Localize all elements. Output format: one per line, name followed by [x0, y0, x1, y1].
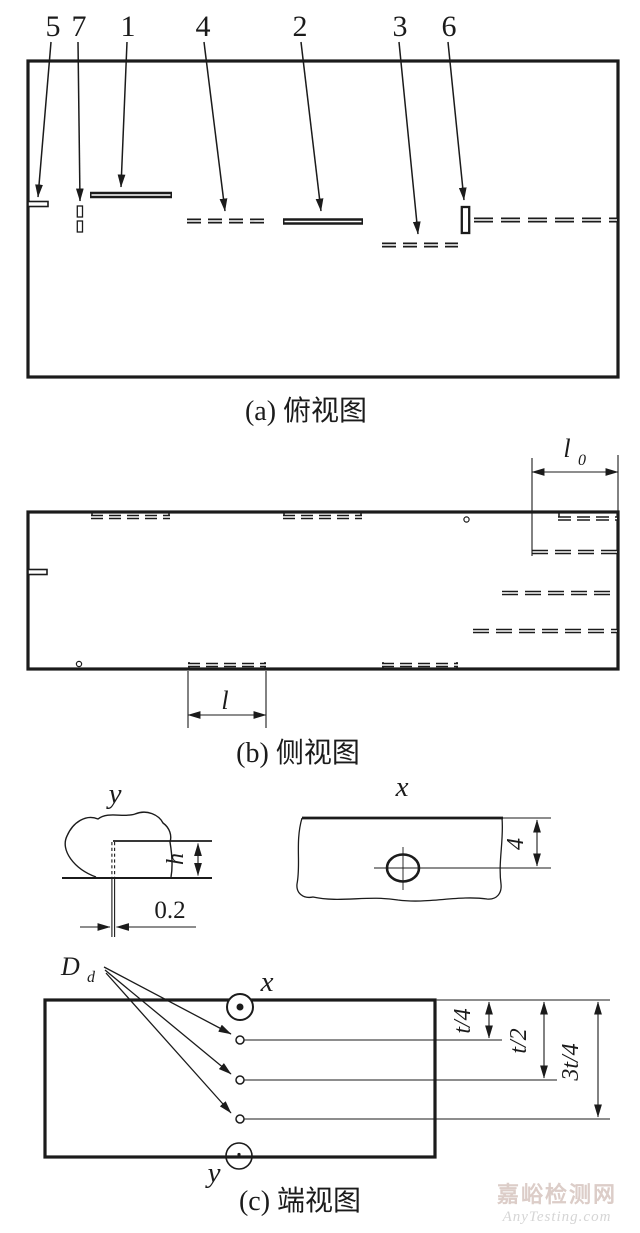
side-view-right-hidden-slots — [473, 549, 617, 634]
side-view-block-outline — [26, 510, 620, 671]
top-view-part-numbers: 5 7 1 4 2 3 6 — [46, 10, 457, 43]
defect-label: D — [60, 952, 80, 981]
end-view — [43, 966, 610, 1170]
caption-end-view: (c) 端视图 — [239, 1185, 361, 1217]
part-number-2: 2 — [293, 10, 308, 43]
leader-line-1 — [117, 41, 128, 188]
caption-top-view: (a) 俯视图 — [245, 395, 367, 427]
detail-x-break-outline — [296, 817, 504, 902]
axis-y-marker-circle — [225, 1142, 253, 1170]
defect-hole-t2 — [235, 1075, 245, 1085]
dimension-l0-label: l — [563, 434, 570, 463]
dimension-l-label: l — [221, 686, 228, 715]
depth-dim-t2-label: t/2 — [506, 1028, 532, 1053]
depth-dim-3t4-label: 3t/4 — [558, 1043, 584, 1081]
side-view-hole-top — [463, 516, 470, 523]
part-number-7: 7 — [72, 10, 87, 43]
detail-y — [62, 811, 212, 937]
part-number-4: 4 — [196, 10, 211, 43]
dimension-hole-depth-label: 4 — [503, 838, 529, 850]
leader-line-2 — [300, 41, 324, 212]
defect-hole-t4 — [235, 1035, 245, 1045]
detail-x — [296, 816, 551, 902]
leader-line-3 — [398, 41, 421, 235]
part-number-6: 6 — [442, 10, 457, 43]
defect-label-subscript: d — [87, 969, 96, 986]
dimension-l0 — [531, 455, 619, 556]
end-view-depth-dim-arrows — [485, 1001, 602, 1118]
top-view — [26, 41, 620, 379]
axis-y-label: y — [205, 1157, 221, 1189]
detail-y-slit — [111, 842, 116, 937]
leader-line-4 — [203, 41, 228, 212]
notch-5-edge-slot — [27, 200, 49, 208]
dimension-slit-width-label: 0.2 — [154, 897, 185, 924]
part-number-3: 3 — [393, 10, 408, 43]
side-view-bottom-slots — [188, 662, 458, 668]
watermark-site-url: AnyTesting.com — [502, 1209, 612, 1225]
depth-dim-t4-label: t/4 — [450, 1008, 476, 1033]
notch-6-vertical-slot — [460, 205, 471, 235]
leader-line-5 — [35, 41, 52, 198]
top-view-leader-lines — [35, 41, 467, 235]
part-number-1: 1 — [121, 10, 136, 43]
axis-y-marker-dot — [237, 1152, 241, 1157]
detail-y-break-outline — [64, 811, 173, 878]
detail-y-label: y — [106, 778, 122, 810]
dimension-l0-subscript: 0 — [578, 452, 586, 469]
caption-side-view: (b) 侧视图 — [236, 737, 360, 769]
leader-line-6 — [447, 41, 467, 201]
dimension-l — [187, 671, 267, 728]
side-view-edge-slot — [27, 568, 48, 576]
end-view-depth-lines — [244, 1039, 610, 1120]
dimension-h-label: h — [163, 853, 189, 865]
leader-line-7 — [75, 41, 84, 202]
top-view-block-outline — [26, 59, 620, 379]
notch-7-dash-a — [76, 205, 84, 218]
notch-7-dash-b — [76, 220, 84, 233]
detail-x-hole — [385, 853, 421, 883]
watermark-site-name: 嘉峪检测网 — [497, 1182, 617, 1207]
side-view — [26, 455, 620, 728]
axis-x-label: x — [260, 966, 274, 998]
axis-x-marker-dot — [236, 1003, 244, 1011]
detail-x-label: x — [395, 771, 409, 803]
part-number-5: 5 — [46, 10, 61, 43]
defect-leader-lines — [103, 966, 232, 1114]
side-view-hole-bottom — [75, 660, 83, 668]
defect-hole-3t4 — [235, 1114, 245, 1124]
side-view-top-slots — [91, 513, 617, 521]
